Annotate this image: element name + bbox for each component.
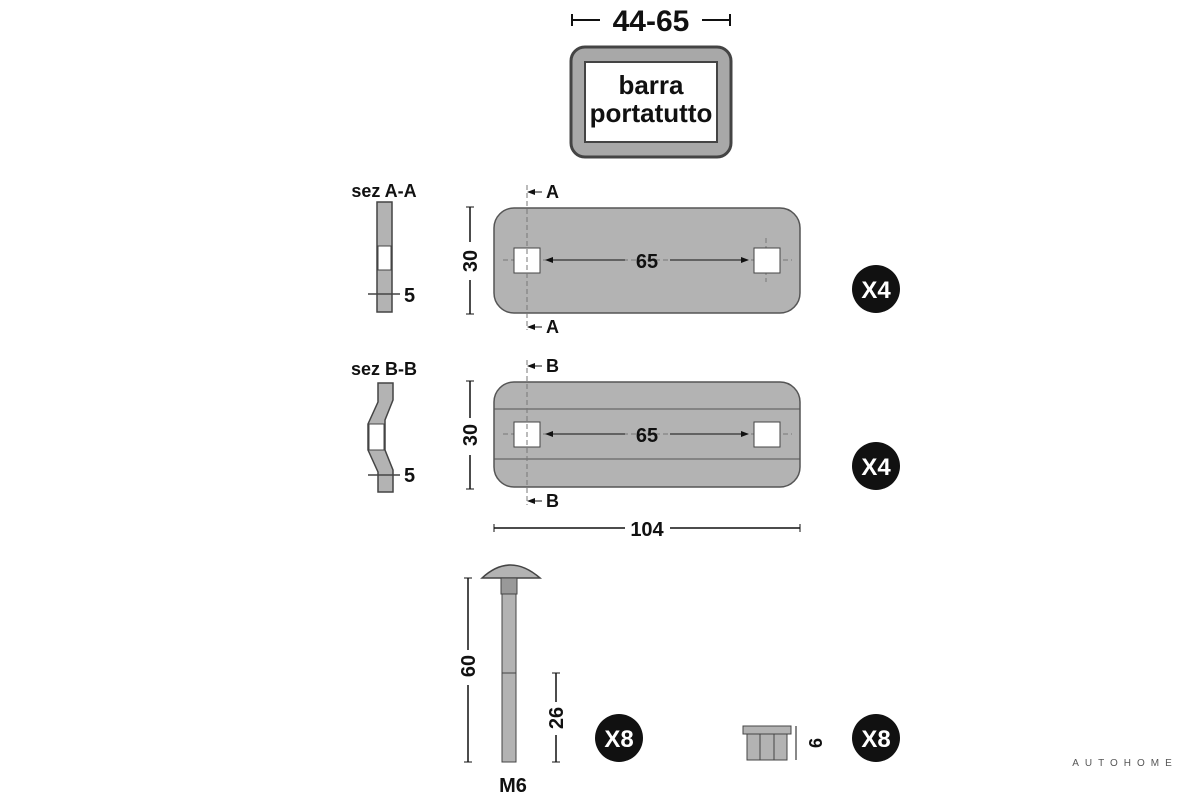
plate-b: sez B-B 5 30 B B 65 X4 104 [351,356,900,541]
quantity-badge-b: X4 [861,454,891,481]
thread-size: M6 [499,775,527,797]
thickness-b: 5 [404,465,415,487]
range-dimension: 44-65 [571,5,731,38]
quantity-badge-a: X4 [861,277,891,304]
plate-a: sez A-A 5 30 A A 65 X4 [351,181,900,337]
cut-a-top: A [546,182,559,202]
section-b-label: sez B-B [351,359,417,379]
section-a-label: sez A-A [351,181,416,201]
thickness-a: 5 [404,285,415,307]
hole-spacing-b: 65 [636,425,658,447]
bar-label-line1: barra [618,70,684,100]
range-label: 44-65 [613,5,690,38]
length-b: 104 [630,519,664,541]
cut-b-bottom: B [546,491,559,511]
quantity-badge-bolt: X8 [604,726,633,753]
height-b: 30 [460,424,482,446]
height-a: 30 [460,250,482,272]
brand-logo: AUTOHOME [1072,758,1178,769]
roof-bar-section: barra portatutto [569,45,733,159]
nut: 9 X8 [742,714,900,762]
cut-a-bottom: A [546,317,559,337]
cut-b-top: B [546,356,559,376]
quantity-badge-nut: X8 [861,726,890,753]
bolt-length: 60 [458,655,480,677]
hole-spacing-a: 65 [636,251,658,273]
thread-length: 26 [546,707,568,729]
bar-label-line2: portatutto [590,98,713,128]
carriage-bolt: 60 26 M6 X8 [458,564,643,797]
nut-height: 9 [805,738,825,748]
